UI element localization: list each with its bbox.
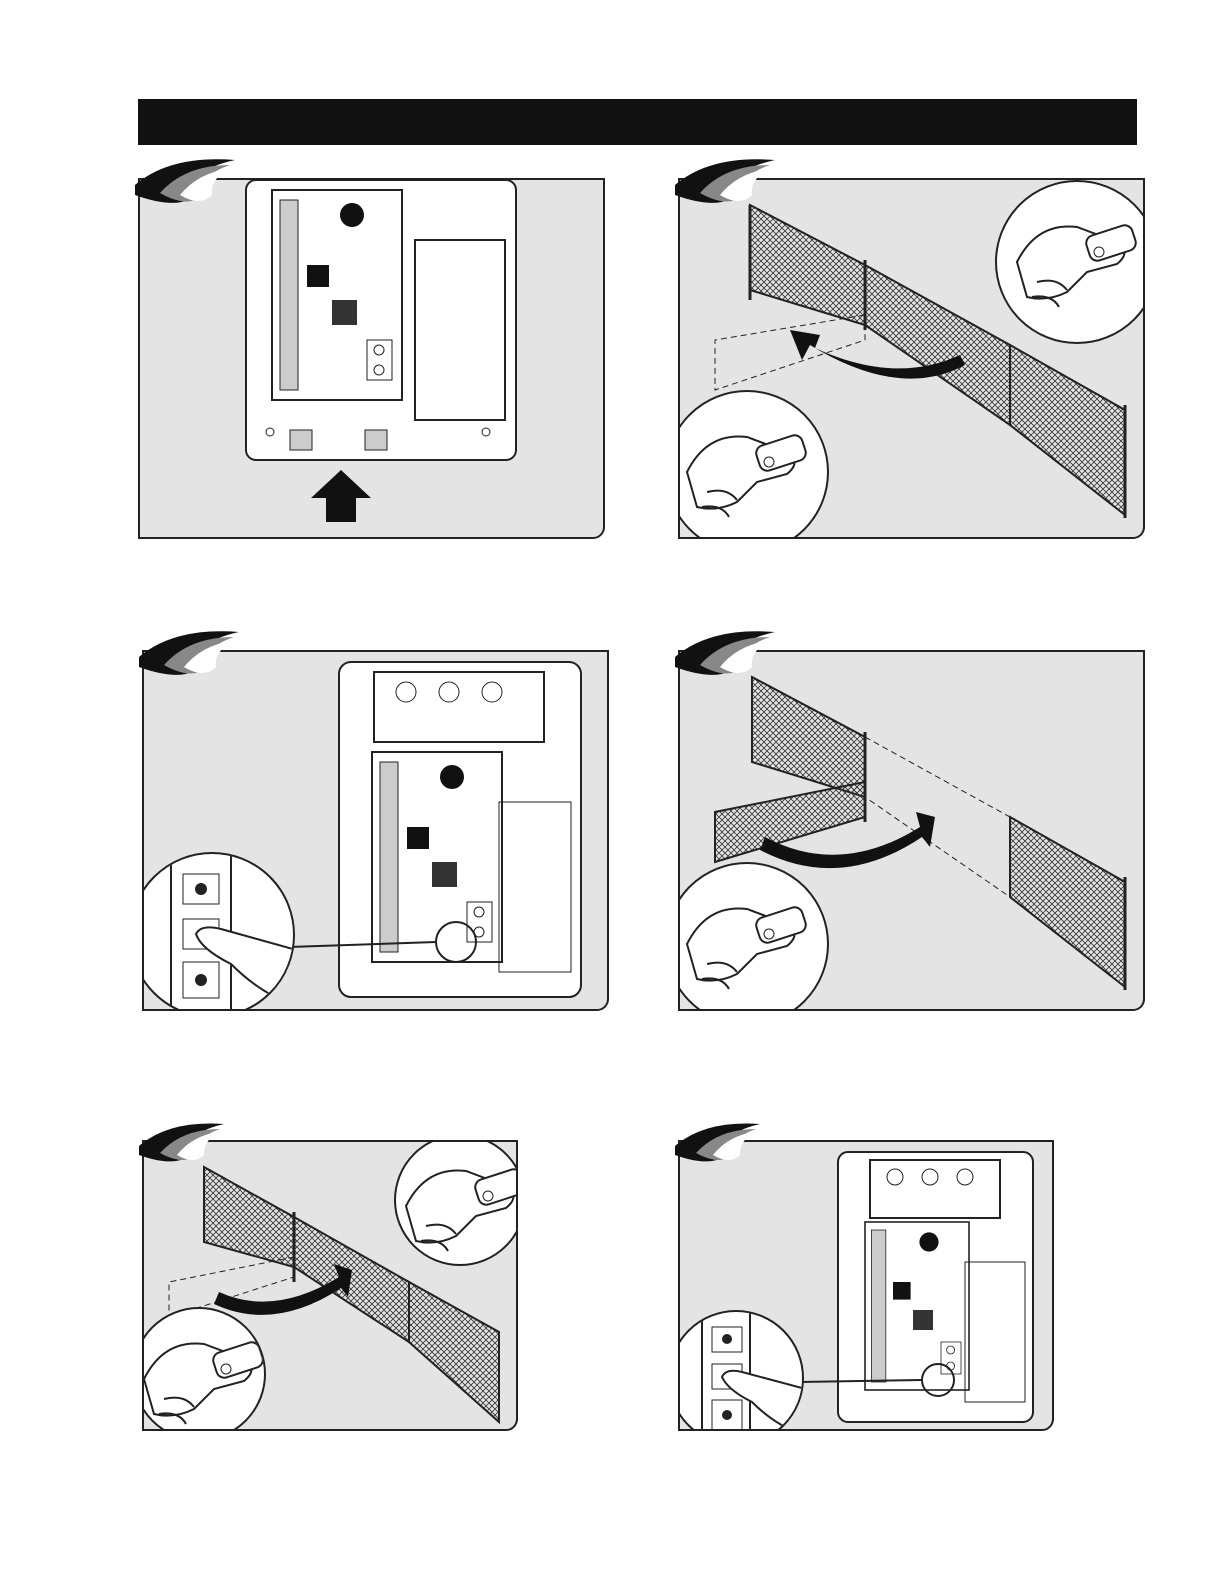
step-6-panel: [678, 1140, 1054, 1431]
hand-remote-icon: [396, 1140, 518, 1264]
up-arrow-icon: [140, 180, 603, 537]
finger-press-icon: [678, 1312, 802, 1431]
hand-remote-icon: [678, 392, 827, 539]
hand-remote-icon: [142, 1309, 264, 1431]
step-5-badge-icon: [134, 1120, 229, 1172]
step-1-badge-icon: [130, 155, 240, 215]
step-6-badge-icon: [670, 1120, 765, 1172]
step-3-panel: [142, 650, 609, 1011]
step-4-badge-icon: [670, 627, 780, 687]
step-2-badge-icon: [670, 155, 780, 215]
remote-callout-top: [995, 180, 1145, 344]
header-bar: [138, 99, 1137, 145]
hand-remote-icon: [678, 864, 827, 1011]
step-4-panel: [678, 650, 1145, 1011]
finger-press-icon: [142, 854, 293, 1011]
step-3-badge-icon: [134, 627, 244, 687]
step-2-panel: [678, 178, 1145, 539]
hand-remote-icon: [997, 182, 1145, 342]
step-5-panel: [142, 1140, 518, 1431]
step-1-panel: [138, 178, 605, 539]
